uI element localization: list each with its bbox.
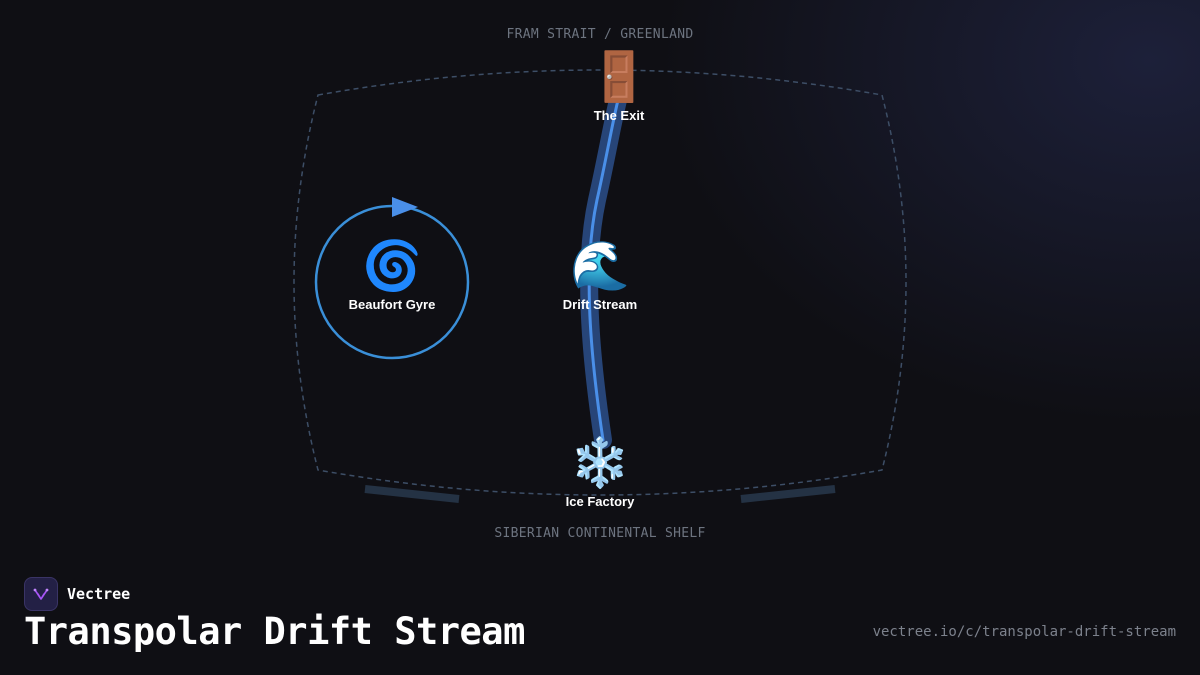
- arctic-basin-boundary: [293, 69, 907, 496]
- node-drift-stream: 🌊 Drift Stream: [520, 239, 680, 312]
- node-label: Drift Stream: [562, 297, 638, 312]
- wave-icon: 🌊: [570, 238, 630, 294]
- node-the-exit: 🚪 The Exit: [539, 50, 699, 123]
- node-label: Ice Factory: [565, 494, 635, 509]
- snowflake-icon: ❄️: [570, 435, 630, 491]
- page-title: Transpolar Drift Stream: [24, 610, 525, 653]
- drift-stream-core: [587, 98, 620, 442]
- brand-name: Vectree: [67, 585, 131, 603]
- node-ice-factory: ❄️ Ice Factory: [520, 436, 680, 509]
- top-region-label: FRAM STRAIT / GREENLAND: [506, 27, 694, 42]
- vectree-logo-icon: [24, 577, 58, 611]
- door-icon: 🚪: [589, 49, 649, 105]
- page-url: vectree.io/c/transpolar-drift-stream: [872, 624, 1176, 640]
- node-beaufort-gyre: 🌀 Beaufort Gyre: [312, 239, 472, 312]
- node-label: Beaufort Gyre: [348, 297, 436, 312]
- brand: Vectree: [24, 577, 130, 611]
- node-label: The Exit: [593, 108, 645, 123]
- shelf-marker-left: [364, 485, 460, 503]
- cyclone-icon: 🌀: [362, 238, 422, 294]
- gyre-direction-arrow: [392, 197, 418, 217]
- bottom-region-label: SIBERIAN CONTINENTAL SHELF: [494, 526, 706, 541]
- shelf-marker-right: [740, 485, 836, 503]
